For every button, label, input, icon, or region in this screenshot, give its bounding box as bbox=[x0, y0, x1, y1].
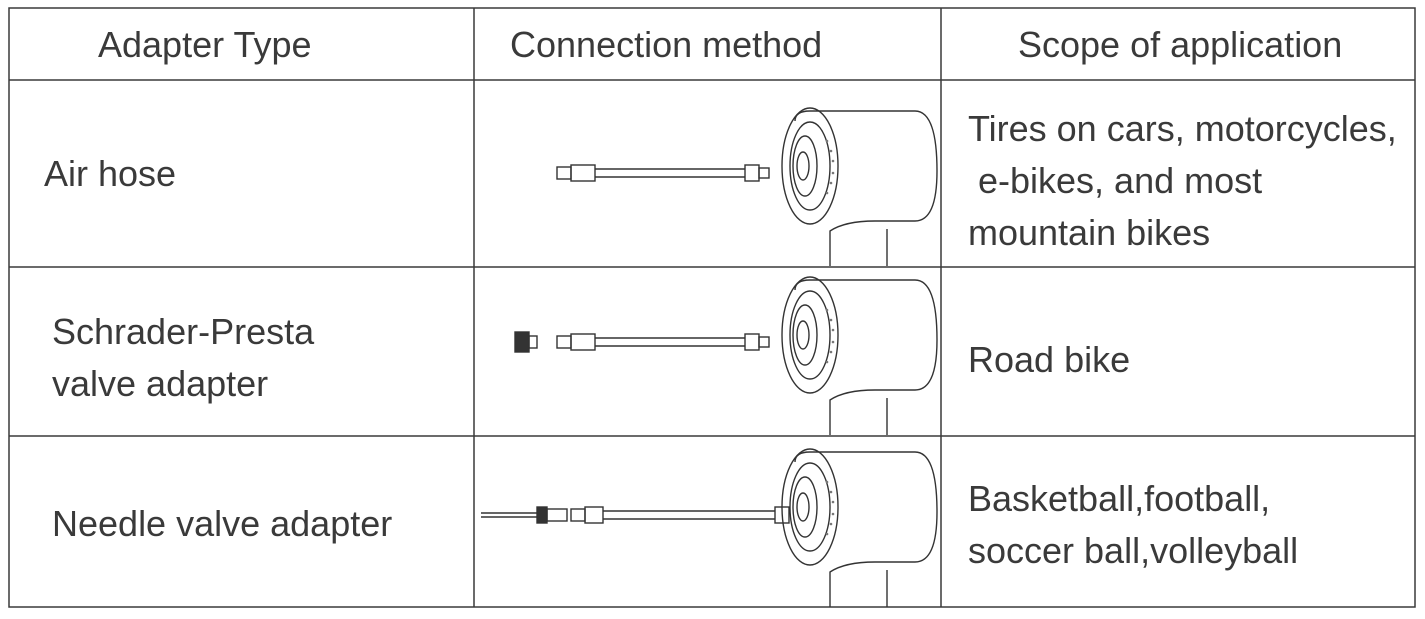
pump-with-air-hose-illustration bbox=[556, 107, 938, 266]
row2-adapter-type: Schrader-Presta valve adapter bbox=[52, 306, 314, 410]
row3-scope: Basketball,football, soccer ball,volleyb… bbox=[968, 473, 1298, 577]
row1-scope-line-2: e-bikes, and most bbox=[968, 160, 1263, 202]
pump-with-schrader-presta-adapter-illustration bbox=[514, 276, 938, 435]
row1-adapter-line: Air hose bbox=[44, 153, 177, 194]
header-connection-method: Connection method bbox=[510, 24, 823, 65]
pump-with-needle-valve-adapter-illustration bbox=[481, 448, 938, 607]
row2-adapter-line-2: valve adapter bbox=[52, 363, 269, 405]
row2-adapter-line-1: Schrader-Presta bbox=[52, 311, 315, 352]
row3-scope-line-2: soccer ball,volleyball bbox=[968, 530, 1299, 572]
row1-scope-line-3: mountain bikes bbox=[968, 212, 1211, 254]
row2-scope-line-1: Road bike bbox=[968, 339, 1131, 380]
row1-adapter-type: Air hose bbox=[44, 148, 176, 200]
row3-adapter-type: Needle valve adapter bbox=[52, 498, 392, 550]
row1-scope-line-1: Tires on cars, motorcycles, bbox=[968, 108, 1397, 149]
row3-scope-line-1: Basketball,football, bbox=[968, 478, 1271, 519]
row2-scope: Road bike bbox=[968, 334, 1130, 386]
header-scope-of-application: Scope of application bbox=[1018, 24, 1343, 65]
row3-adapter-line: Needle valve adapter bbox=[52, 503, 393, 544]
row1-scope: Tires on cars, motorcycles, e-bikes, and… bbox=[968, 103, 1397, 260]
header-adapter-type: Adapter Type bbox=[98, 24, 312, 65]
